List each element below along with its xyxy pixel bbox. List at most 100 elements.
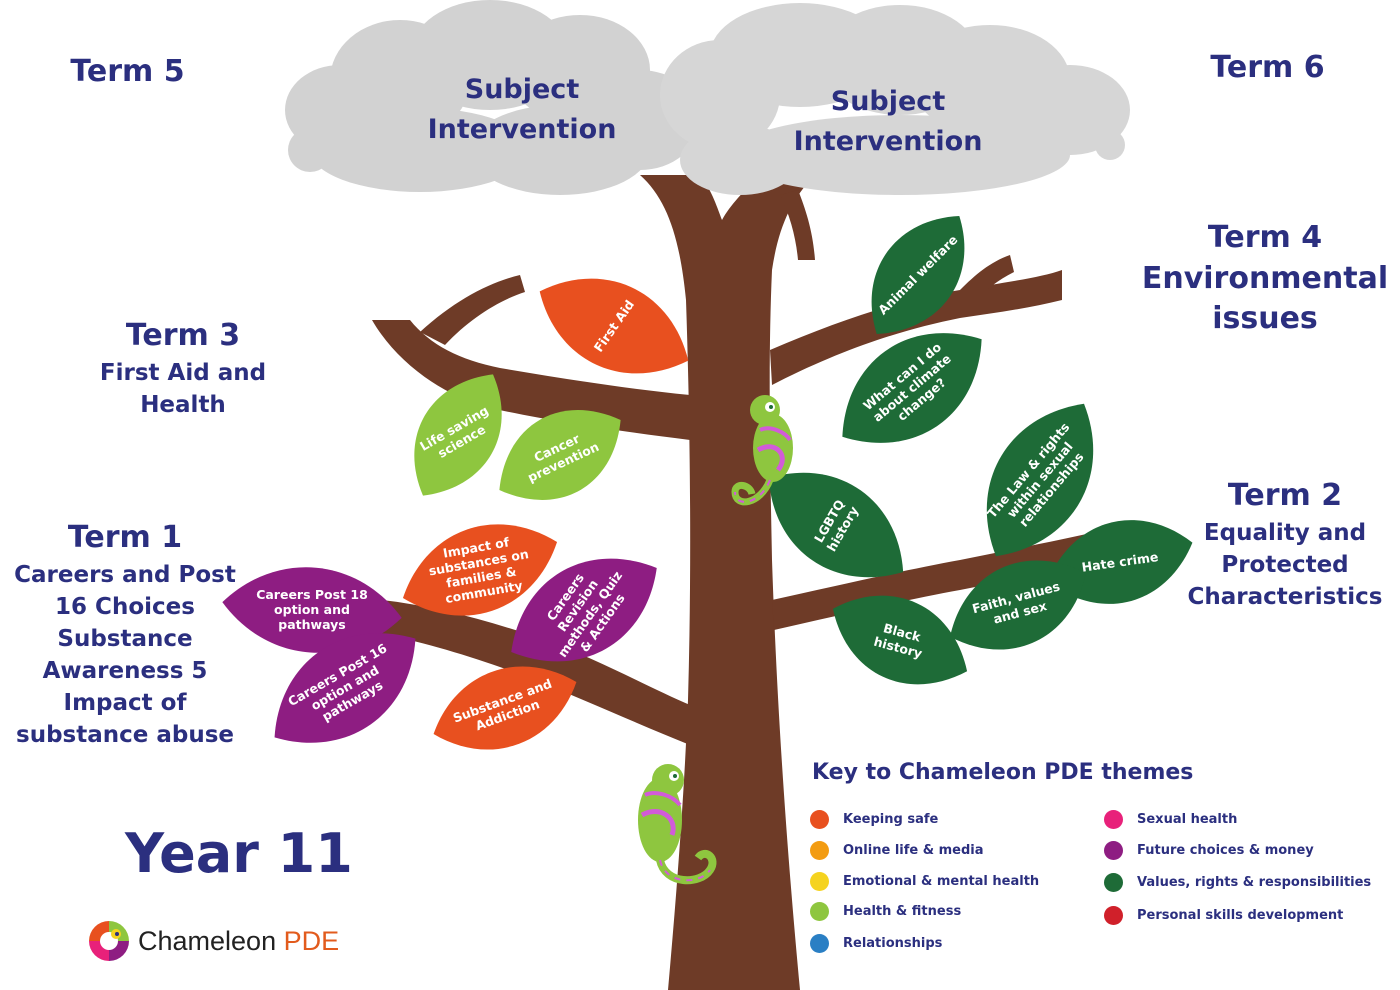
term-4-label: Term 4 Environmental issues <box>1140 220 1390 338</box>
cloud-2-text-line-2: Intervention <box>794 126 983 157</box>
term-1-line-3: Substance <box>57 625 193 652</box>
key-color-dot-icon <box>810 934 829 953</box>
key-color-dot-icon <box>810 810 829 829</box>
leaf-shape-animal-welfare <box>871 216 965 334</box>
key-color-dot-icon <box>810 841 829 860</box>
key-item: Relationships <box>810 934 942 953</box>
leaf-shape-law-rights <box>986 403 1094 557</box>
leaf-shape-black-history <box>832 595 968 685</box>
leaf-shape-life-saving-science <box>414 374 502 496</box>
cloud-1-text-line-2: Intervention <box>428 114 617 145</box>
key-item-label: Online life & media <box>843 843 984 858</box>
leaf-shape-hate-crime <box>1047 520 1193 604</box>
chameleon-lower-icon <box>638 764 717 885</box>
leaf-shape-careers-post-16 <box>274 633 416 743</box>
key-item: Health & fitness <box>810 902 961 921</box>
term-2-heading: Term 2 <box>1227 478 1343 513</box>
logo-name: Chameleon <box>138 925 277 956</box>
term-1-line-4: Awareness 5 <box>42 657 208 684</box>
leaf-shape-first-aid <box>539 278 689 374</box>
key-item: Emotional & mental health <box>810 872 1039 891</box>
term-2-label: Term 2 Equality and Protected Characteri… <box>1175 478 1395 611</box>
term-3-label: Term 3 First Aid and Health <box>83 318 283 419</box>
leaf-hate-crime: Hate crime <box>1047 520 1193 604</box>
leaf-shape-faith-values-sex <box>950 560 1086 650</box>
key-item: Online life & media <box>810 841 984 860</box>
term-1-line-5: Impact of <box>63 689 187 716</box>
term-3-line-2: Health <box>140 391 226 418</box>
key-item-label: Personal skills development <box>1137 908 1344 923</box>
leaf-careers-post-18-label-line-1: Careers Post 18 <box>256 587 368 602</box>
term-2-line-3: Characteristics <box>1187 583 1383 610</box>
leaf-shape-substance-addiction <box>433 666 577 750</box>
key-color-dot-icon <box>810 902 829 921</box>
term-2-line-2: Protected <box>1221 551 1349 578</box>
key-color-dot-icon <box>1104 841 1123 860</box>
cloud-2-text-line-1: Subject <box>831 86 946 117</box>
chameleon-pde-logo: Chameleon PDE <box>86 918 339 964</box>
leaf-shape-careers-post-18 <box>222 567 402 653</box>
leaf-first-aid: First Aid <box>539 278 689 374</box>
term-4-heading: Term 4 <box>1207 220 1323 255</box>
key-item-label: Future choices & money <box>1137 843 1314 858</box>
key-item: Values, rights & responsibilities <box>1104 873 1371 892</box>
chameleon-logo-icon <box>89 921 129 961</box>
key-item: Personal skills development <box>1104 906 1343 925</box>
key-color-dot-icon <box>1104 810 1123 829</box>
leaf-shape-cancer-prevention <box>499 410 621 500</box>
cloud-1-text-line-1: Subject <box>465 74 580 105</box>
key-item-label: Keeping safe <box>843 812 939 827</box>
key-color-dot-icon <box>810 872 829 891</box>
key-item-label: Values, rights & responsibilities <box>1137 875 1372 890</box>
key-item: Sexual health <box>1104 810 1237 829</box>
term-1-line-1: Careers and Post <box>14 561 236 588</box>
leaf-animal-welfare: Animal welfare <box>871 216 965 334</box>
term-3-heading: Term 3 <box>125 318 241 353</box>
term-1-line-2: 16 Choices <box>55 593 195 620</box>
cloud-right <box>660 3 1130 195</box>
term-1-label: Term 1 Careers and Post 16 Choices Subst… <box>5 520 245 749</box>
logo-suffix: PDE <box>283 925 340 956</box>
logo-wordmark: Chameleon PDE <box>138 926 339 957</box>
term-6-label: Term 6 <box>1180 50 1355 87</box>
term-6-heading: Term 6 <box>1210 50 1325 85</box>
key-item-label: Emotional & mental health <box>843 874 1040 889</box>
leaf-shape-impact-substances <box>402 524 558 616</box>
term-1-line-6: substance abuse <box>16 721 234 748</box>
cloud-left <box>285 0 700 195</box>
leaf-careers-post-18-label-line-2: option and <box>274 602 350 617</box>
key-item-label: Relationships <box>843 936 943 951</box>
term-3-line-1: First Aid and <box>99 359 267 386</box>
key-item: Future choices & money <box>1104 841 1314 860</box>
leaf-careers-post-18-label-line-3: pathways <box>278 617 345 632</box>
key-color-dot-icon <box>1104 906 1123 925</box>
chameleon-upper-icon <box>731 395 793 506</box>
term-2-line-1: Equality and <box>1203 519 1367 546</box>
key-item-label: Sexual health <box>1137 812 1238 827</box>
leaf-shape-climate-change <box>842 333 982 443</box>
key-item-label: Health & fitness <box>843 904 962 919</box>
key-color-dot-icon <box>1104 873 1123 892</box>
term-5-label: Term 5 <box>40 54 215 91</box>
term-4-line-2: issues <box>1212 301 1318 337</box>
term-4-line-1: Environmental <box>1141 260 1389 296</box>
key-item: Keeping safe <box>810 810 938 829</box>
key-title: Key to Chameleon PDE themes <box>812 760 1194 785</box>
leaf-shape-lgbtq-history <box>768 472 904 578</box>
leaf-shape-careers-revision <box>511 558 657 662</box>
term-5-heading: Term 5 <box>70 54 185 89</box>
term-1-heading: Term 1 <box>67 520 183 555</box>
year-label: Year 11 <box>125 822 353 885</box>
